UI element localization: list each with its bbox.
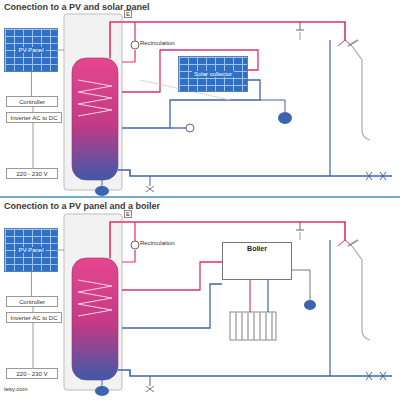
node-text: PV-Panel xyxy=(16,247,45,253)
cable-connector xyxy=(33,123,34,168)
pv-panel: PV-Panel xyxy=(4,28,58,72)
supply-box: 220 - 230 V xyxy=(6,368,58,379)
cable-connector xyxy=(33,323,34,368)
node-text: Controller xyxy=(19,299,45,305)
node-text: Solar collector xyxy=(192,71,234,77)
controller-box: Controller xyxy=(6,96,58,107)
node-text: Inverter AC to DC xyxy=(10,115,57,121)
solar-collector: Solar collector xyxy=(178,56,248,92)
inverter-box: Inverter AC to DC xyxy=(6,112,62,123)
node-text: PV-Panel xyxy=(16,47,45,53)
node-text: Controller xyxy=(19,99,45,105)
element-mark: E xyxy=(124,210,132,218)
node-text: 220 - 230 V xyxy=(16,371,47,377)
inverter-box: Inverter AC to DC xyxy=(6,312,62,323)
node-text: Boiler xyxy=(247,245,267,252)
pv-panel: PV-Panel xyxy=(4,228,58,272)
panel-heading: Conection to a PV panel and a boiler xyxy=(4,201,160,211)
node-text: 220 - 230 V xyxy=(16,171,47,177)
controller-box: Controller xyxy=(6,296,58,307)
boiler-box: Boiler xyxy=(222,242,292,280)
cable-connector xyxy=(31,72,32,96)
cable-connector xyxy=(31,272,32,296)
recirculation-label: Recirculation xyxy=(140,240,175,246)
element-mark: E xyxy=(124,10,132,18)
supply-box: 220 - 230 V xyxy=(6,168,58,179)
brand-mark: tesy.com xyxy=(4,386,28,392)
node-text: Inverter AC to DC xyxy=(10,315,57,321)
recirculation-label: Recirculation xyxy=(140,40,175,46)
